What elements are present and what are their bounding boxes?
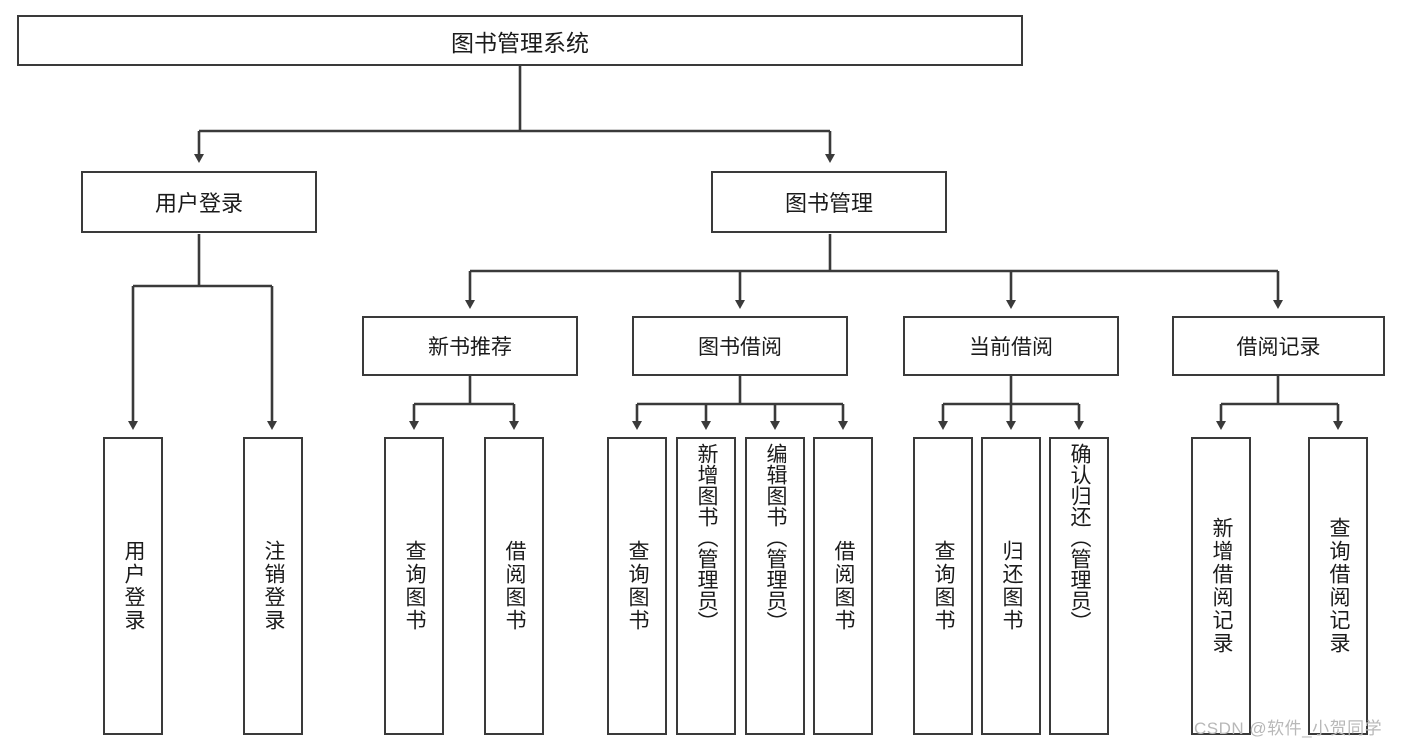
node-new-book-recommend[interactable]: 新书推荐: [362, 316, 578, 376]
node-leaf-borrow-book-b[interactable]: 借阅图书: [813, 437, 873, 735]
node-book-manage-label: 图书管理: [784, 191, 873, 216]
node-book-borrow[interactable]: 图书借阅: [632, 316, 848, 376]
node-leaf-query-record[interactable]: 查询借阅记录: [1308, 437, 1368, 735]
node-leaf-add-book-label: 新增图书（管理员）: [695, 443, 719, 632]
node-leaf-return-book-label: 归还图书: [1000, 540, 1024, 632]
node-leaf-edit-book[interactable]: 编辑图书（管理员）: [745, 437, 805, 735]
node-leaf-add-record-label: 新增借阅记录: [1210, 517, 1234, 655]
node-leaf-query-record-label: 查询借阅记录: [1327, 517, 1351, 655]
node-leaf-logout[interactable]: 注销登录: [243, 437, 303, 735]
node-book-borrow-label: 图书借阅: [698, 336, 782, 359]
node-leaf-borrow-book-b-label: 借阅图书: [832, 540, 856, 632]
node-leaf-query-book-a-label: 查询图书: [403, 540, 427, 632]
node-leaf-add-book[interactable]: 新增图书（管理员）: [676, 437, 736, 735]
node-leaf-add-record[interactable]: 新增借阅记录: [1191, 437, 1251, 735]
node-leaf-confirm-return[interactable]: 确认归还（管理员）: [1049, 437, 1109, 735]
node-leaf-borrow-book-a[interactable]: 借阅图书: [484, 437, 544, 735]
node-leaf-confirm-return-label: 确认归还（管理员）: [1068, 443, 1092, 632]
node-current-borrow[interactable]: 当前借阅: [903, 316, 1119, 376]
node-leaf-query-book-c[interactable]: 查询图书: [913, 437, 973, 735]
watermark: CSDN @软件_小贺同学: [1194, 719, 1383, 738]
node-borrow-record-label: 借阅记录: [1236, 336, 1321, 359]
node-leaf-query-book-b[interactable]: 查询图书: [607, 437, 667, 735]
node-leaf-user-login[interactable]: 用户登录: [103, 437, 163, 735]
node-leaf-borrow-book-a-label: 借阅图书: [503, 540, 527, 632]
node-book-manage[interactable]: 图书管理: [711, 171, 947, 233]
node-root[interactable]: 图书管理系统: [17, 15, 1023, 66]
node-leaf-return-book[interactable]: 归还图书: [981, 437, 1041, 735]
node-new-book-recommend-label: 新书推荐: [428, 336, 512, 359]
node-leaf-edit-book-label: 编辑图书（管理员）: [764, 443, 788, 632]
node-user-login[interactable]: 用户登录: [81, 171, 317, 233]
node-leaf-query-book-c-label: 查询图书: [932, 540, 956, 632]
node-leaf-logout-label: 注销登录: [262, 540, 286, 632]
node-leaf-query-book-b-label: 查询图书: [626, 540, 650, 632]
node-user-login-label: 用户登录: [154, 191, 243, 216]
node-root-label: 图书管理系统: [451, 29, 589, 56]
node-current-borrow-label: 当前借阅: [969, 336, 1053, 359]
node-borrow-record[interactable]: 借阅记录: [1172, 316, 1385, 376]
node-leaf-query-book-a[interactable]: 查询图书: [384, 437, 444, 735]
node-leaf-user-login-label: 用户登录: [122, 540, 146, 632]
